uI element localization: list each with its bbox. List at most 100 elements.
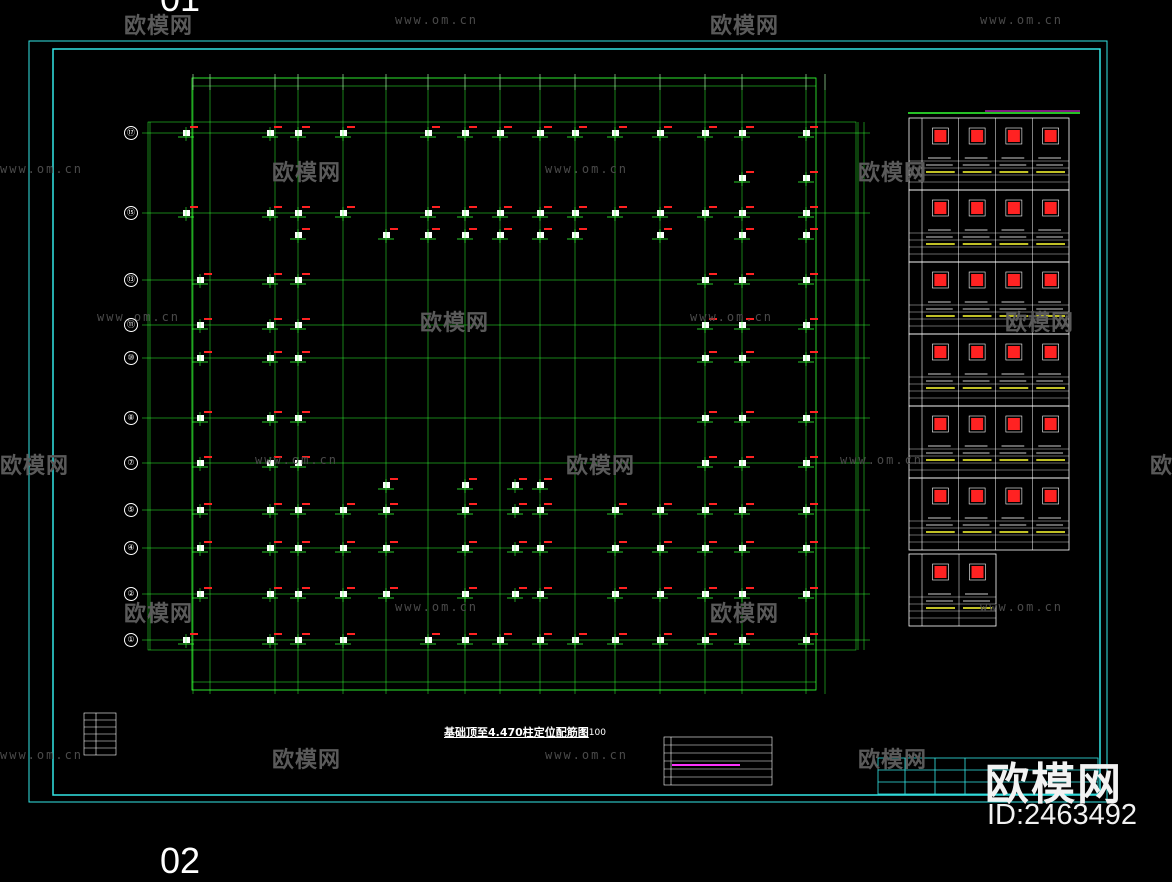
column-mark xyxy=(512,507,519,513)
section-outline xyxy=(968,199,986,217)
column-mark xyxy=(572,637,579,643)
watermark-brand-10: 欧模网 xyxy=(124,602,194,627)
watermark-url-2: www.om.cn xyxy=(980,13,1064,27)
section-fill xyxy=(1044,418,1057,430)
section-outline xyxy=(968,487,986,505)
section-fill xyxy=(1044,346,1057,358)
column-mark xyxy=(340,637,347,643)
section-fill xyxy=(1007,418,1020,430)
column-mark xyxy=(197,460,204,466)
section-outline xyxy=(968,127,986,145)
column-mark xyxy=(295,232,302,238)
column-mark xyxy=(702,322,709,328)
column-schedule-table xyxy=(908,110,1080,627)
watermark-big-brand: 欧模网 xyxy=(985,759,1123,810)
column-mark xyxy=(462,482,469,488)
section-outline xyxy=(968,415,986,433)
section-outline xyxy=(1005,415,1023,433)
column-mark xyxy=(739,130,746,136)
watermark-brand-11: 欧模网 xyxy=(710,602,780,627)
section-outline xyxy=(932,487,949,505)
column-mark xyxy=(295,415,302,421)
column-mark xyxy=(340,591,347,597)
column-mark xyxy=(702,507,709,513)
drawing-scale: 1:100 xyxy=(580,728,606,738)
section-fill xyxy=(1044,274,1057,286)
watermark-url-12: www.om.cn xyxy=(545,748,629,762)
columns xyxy=(178,126,818,648)
column-mark xyxy=(267,591,274,597)
schedule-block xyxy=(908,117,1070,191)
column-mark xyxy=(462,591,469,597)
watermark-url-8: www.om.cn xyxy=(840,453,924,467)
section-fill xyxy=(971,130,984,142)
column-mark xyxy=(612,545,619,551)
column-mark xyxy=(739,415,746,421)
schedule-block xyxy=(908,477,1070,551)
drawing-title: 基础顶至4.470柱定位配筋图 xyxy=(444,726,589,739)
column-mark xyxy=(340,210,347,216)
section-fill xyxy=(934,566,947,578)
column-mark xyxy=(739,637,746,643)
column-mark xyxy=(267,277,274,283)
column-mark xyxy=(183,130,190,136)
watermark-id: ID:2463492 xyxy=(987,799,1137,831)
watermark-url-3: www.om.cn xyxy=(0,162,84,176)
section-outline xyxy=(1005,199,1023,217)
column-mark xyxy=(657,591,664,597)
watermark-url-9: www.om.cn xyxy=(395,600,479,614)
watermark-brand-13: 欧模网 xyxy=(858,748,928,773)
section-fill xyxy=(1007,274,1020,286)
column-mark xyxy=(267,322,274,328)
schedule-block xyxy=(908,189,1070,263)
column-mark xyxy=(425,210,432,216)
column-mark xyxy=(803,460,810,466)
section-fill xyxy=(934,274,947,286)
section-outline xyxy=(1042,487,1059,505)
column-mark xyxy=(657,507,664,513)
column-mark xyxy=(197,355,204,361)
section-fill xyxy=(1007,346,1020,358)
title-block xyxy=(877,757,1099,795)
column-mark xyxy=(497,637,504,643)
column-mark xyxy=(803,415,810,421)
column-mark xyxy=(739,545,746,551)
column-mark xyxy=(267,415,274,421)
column-mark xyxy=(383,591,390,597)
column-mark xyxy=(295,460,302,466)
section-outline xyxy=(932,343,949,361)
schedule-block xyxy=(908,405,1070,479)
schedule-block xyxy=(908,333,1070,407)
watermark-brand-2: 欧模网 xyxy=(710,14,780,39)
column-mark xyxy=(739,591,746,597)
column-mark xyxy=(512,591,519,597)
axis-label: ⑬ xyxy=(124,273,138,287)
watermark-url-4: www.om.cn xyxy=(545,162,629,176)
axis-label: ⑦ xyxy=(124,456,138,470)
section-fill xyxy=(934,130,947,142)
watermark-url-10: www.om.cn xyxy=(980,600,1064,614)
axis-label: ⑮ xyxy=(124,206,138,220)
watermark-brand-9: 欧模网 xyxy=(1150,454,1172,479)
column-mark xyxy=(267,460,274,466)
column-mark xyxy=(537,507,544,513)
section-outline xyxy=(932,563,949,581)
column-mark xyxy=(739,460,746,466)
axis-label: ① xyxy=(124,633,138,647)
section-fill xyxy=(934,202,947,214)
column-mark xyxy=(702,591,709,597)
column-mark xyxy=(197,591,204,597)
column-mark xyxy=(462,507,469,513)
watermark-brand-7: 欧模网 xyxy=(0,454,70,479)
section-fill xyxy=(971,346,984,358)
watermark-brand-1: 欧模网 xyxy=(124,14,194,39)
watermark-url-7: www.om.cn xyxy=(255,453,339,467)
column-mark xyxy=(425,232,432,238)
column-mark xyxy=(183,210,190,216)
column-mark xyxy=(803,175,810,181)
section-outline xyxy=(1005,127,1023,145)
column-mark xyxy=(383,507,390,513)
column-mark xyxy=(702,460,709,466)
